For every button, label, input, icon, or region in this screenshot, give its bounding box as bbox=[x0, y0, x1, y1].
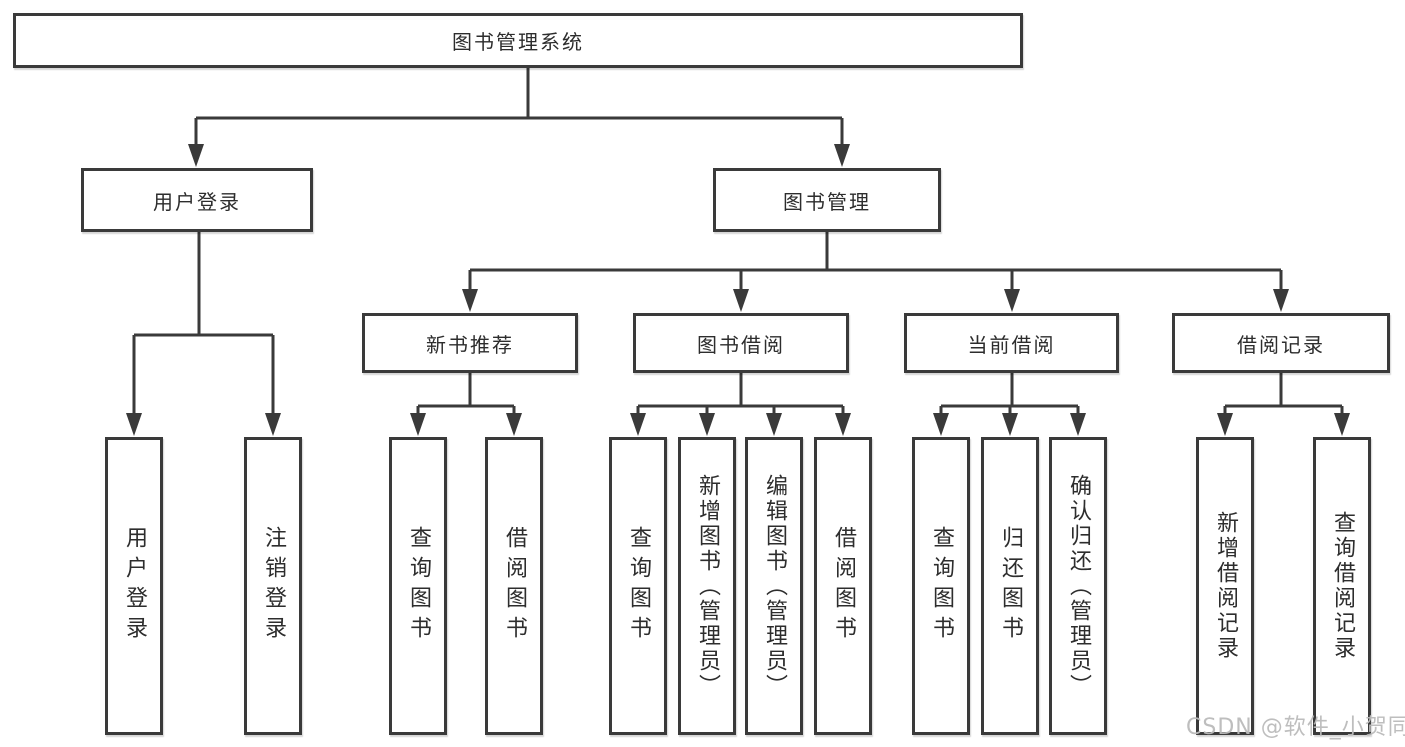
arrow-down-icon bbox=[188, 144, 204, 167]
arrowheads bbox=[126, 144, 1350, 436]
root-node-library-management-system: 图书管理系统 bbox=[13, 13, 1023, 68]
arrow-down-icon bbox=[733, 289, 749, 312]
leaf-logout-login-label: 注销登录 bbox=[261, 526, 286, 646]
arrow-down-icon bbox=[699, 413, 715, 436]
leaf-confirm-return-admin-label: 确认归还（管理员） bbox=[1066, 473, 1091, 699]
leaf-logout-login: 注销登录 bbox=[244, 437, 302, 735]
leaf-return-books: 归还图书 bbox=[981, 437, 1039, 735]
node-current-borrowing-label: 当前借阅 bbox=[967, 332, 1056, 357]
arrow-down-icon bbox=[265, 413, 281, 436]
node-user-login-label: 用户登录 bbox=[153, 189, 241, 214]
arrow-down-icon bbox=[1004, 289, 1020, 312]
leaf-return-books-label: 归还图书 bbox=[998, 526, 1023, 646]
leaf-add-books-admin-label: 新增图书（管理员） bbox=[695, 473, 720, 699]
connector-userlogin-to-leaves bbox=[132, 232, 275, 415]
leaf-user-login-label: 用户登录 bbox=[122, 526, 147, 646]
leaf-confirm-return-admin: 确认归还（管理员） bbox=[1049, 437, 1107, 735]
connector-borrowing-to-leaves bbox=[636, 373, 845, 415]
arrow-down-icon bbox=[1070, 413, 1086, 436]
connector-records-to-leaves bbox=[1223, 373, 1344, 415]
leaf-user-login: 用户登录 bbox=[105, 437, 163, 735]
arrow-down-icon bbox=[766, 413, 782, 436]
arrow-down-icon bbox=[933, 413, 949, 436]
leaf-current-query-books-label: 查询图书 bbox=[929, 526, 954, 646]
leaf-borrowing-borrow-books-label: 借阅图书 bbox=[831, 526, 856, 646]
arrow-down-icon bbox=[410, 413, 426, 436]
arrow-down-icon bbox=[1217, 413, 1233, 436]
arrow-down-icon bbox=[506, 413, 522, 436]
leaf-recommend-query-books-label: 查询图书 bbox=[406, 526, 431, 646]
leaf-borrowing-query-books-label: 查询图书 bbox=[626, 526, 651, 646]
arrow-down-icon bbox=[462, 289, 478, 312]
arrow-down-icon bbox=[1334, 413, 1350, 436]
connector-bookmgmt-to-level3 bbox=[468, 232, 1283, 291]
node-current-borrowing: 当前借阅 bbox=[904, 313, 1119, 373]
arrow-down-icon bbox=[834, 144, 850, 167]
leaf-current-query-books: 查询图书 bbox=[912, 437, 970, 735]
arrow-down-icon bbox=[126, 413, 142, 436]
leaf-recommend-borrow-books-label: 借阅图书 bbox=[502, 526, 527, 646]
arrow-down-icon bbox=[1273, 289, 1289, 312]
arrow-down-icon bbox=[630, 413, 646, 436]
leaf-recommend-borrow-books: 借阅图书 bbox=[485, 437, 543, 735]
arrow-down-icon bbox=[1002, 413, 1018, 436]
csdn-watermark: CSDN @软件_小贺同学 bbox=[1186, 715, 1405, 740]
connector-current-to-leaves bbox=[939, 373, 1080, 415]
node-user-login: 用户登录 bbox=[81, 168, 313, 232]
connector-root-to-level2 bbox=[194, 68, 844, 146]
leaf-query-borrow-record-label: 查询借阅记录 bbox=[1330, 511, 1355, 661]
node-book-management: 图书管理 bbox=[713, 168, 941, 232]
node-new-book-recommend-label: 新书推荐 bbox=[426, 332, 514, 357]
node-borrowing-records-label: 借阅记录 bbox=[1237, 332, 1325, 357]
leaf-add-books-admin: 新增图书（管理员） bbox=[678, 437, 736, 735]
root-node-label: 图书管理系统 bbox=[452, 30, 584, 54]
node-book-management-label: 图书管理 bbox=[783, 189, 871, 214]
leaf-borrowing-query-books: 查询图书 bbox=[609, 437, 667, 735]
leaf-edit-books-admin-label: 编辑图书（管理员） bbox=[762, 473, 787, 699]
leaf-borrowing-borrow-books: 借阅图书 bbox=[814, 437, 872, 735]
node-book-borrowing: 图书借阅 bbox=[633, 313, 849, 373]
node-book-borrowing-label: 图书借阅 bbox=[697, 332, 785, 357]
leaf-add-borrow-record: 新增借阅记录 bbox=[1196, 437, 1254, 735]
leaf-recommend-query-books: 查询图书 bbox=[389, 437, 447, 735]
node-borrowing-records: 借阅记录 bbox=[1172, 313, 1390, 373]
leaf-query-borrow-record: 查询借阅记录 bbox=[1313, 437, 1371, 735]
node-new-book-recommend: 新书推荐 bbox=[362, 313, 578, 373]
leaf-add-borrow-record-label: 新增借阅记录 bbox=[1213, 511, 1238, 661]
leaf-edit-books-admin: 编辑图书（管理员） bbox=[745, 437, 803, 735]
connector-recommend-to-leaves bbox=[416, 373, 516, 415]
arrow-down-icon bbox=[835, 413, 851, 436]
